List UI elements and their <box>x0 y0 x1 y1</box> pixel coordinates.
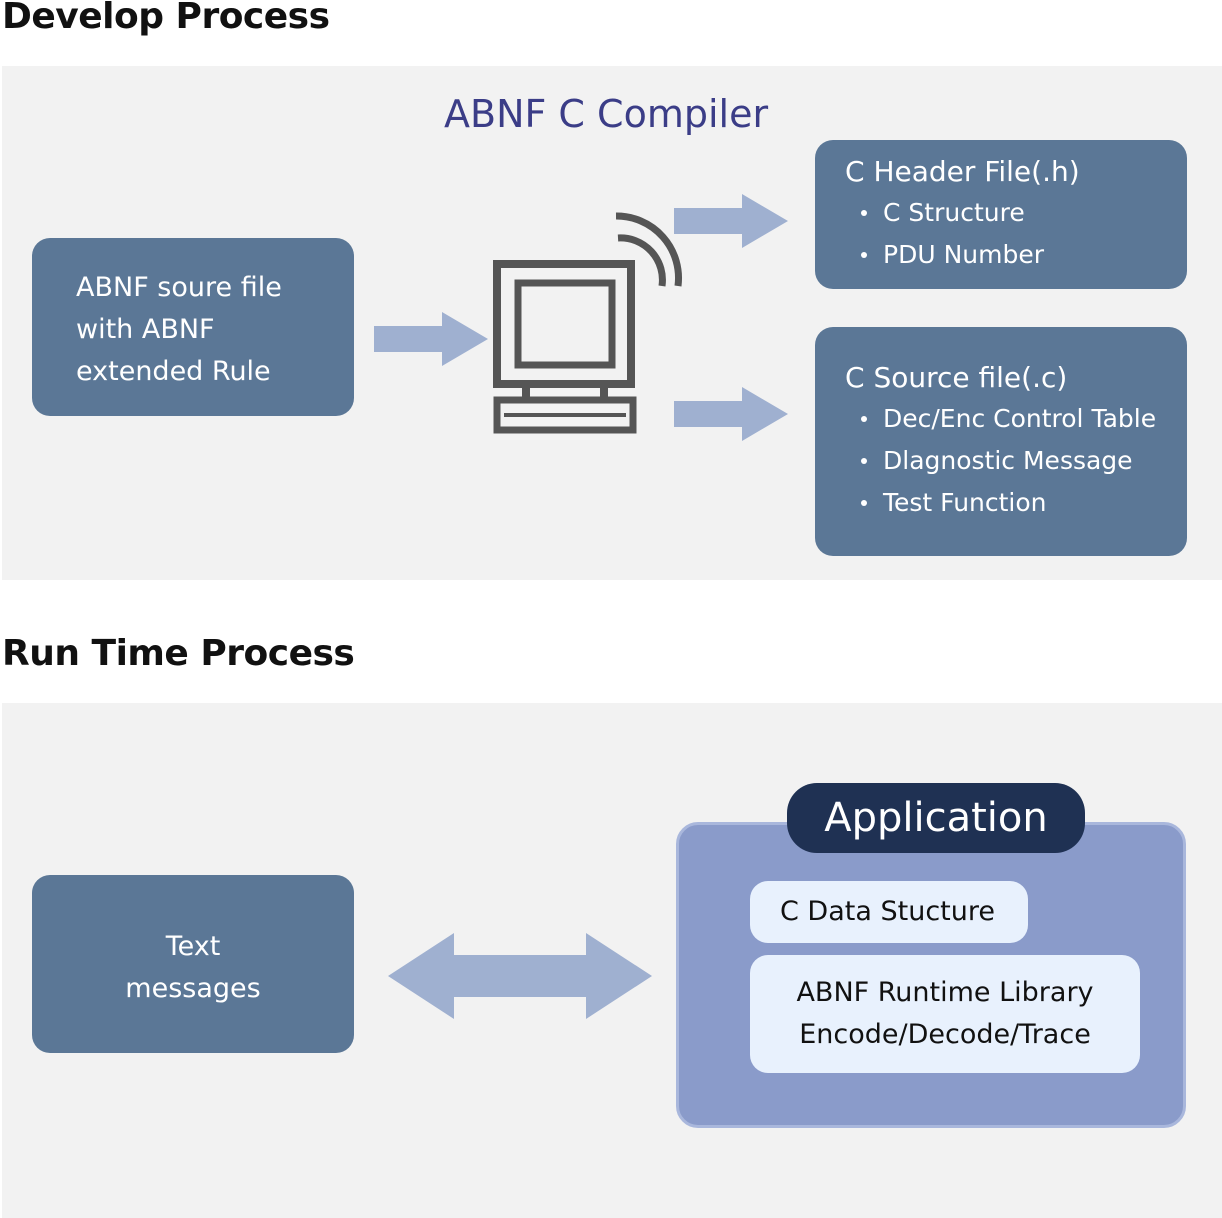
develop-process-panel: ABNF C Compiler ABNF soure file with ABN… <box>2 66 1222 580</box>
develop-process-title: Develop Process <box>2 0 330 37</box>
arrow-right-icon <box>674 194 788 248</box>
source-file-box-list: Dec/Enc Control Table Dlagnostic Message… <box>845 398 1187 524</box>
header-box-list: C Structure PDU Number <box>845 192 1187 276</box>
library-line-2: Encode/Decode/Trace <box>799 1019 1091 1050</box>
abnf-source-file-box: ABNF soure file with ABNF extended Rule <box>32 238 354 416</box>
c-header-file-box: C Header File(.h) C Structure PDU Number <box>815 140 1187 289</box>
double-arrow-icon <box>388 933 652 1019</box>
c-data-structure-box: C Data Stucture <box>750 881 1028 943</box>
text-box-line-1: Text <box>165 931 221 962</box>
arrow-right-icon <box>374 312 488 366</box>
text-messages-box: Text messages <box>32 875 354 1053</box>
library-line-1: ABNF Runtime Library <box>796 977 1094 1008</box>
text-box-line-2: messages <box>125 973 261 1004</box>
list-item: Test Function <box>845 482 1187 524</box>
source-box-line-3: extended Rule <box>76 356 271 387</box>
list-item: PDU Number <box>845 234 1187 276</box>
abnf-runtime-library-box: ABNF Runtime Library Encode/Decode/Trace <box>750 955 1140 1073</box>
c-source-file-box: C Source file(.c) Dec/Enc Control Table … <box>815 327 1187 556</box>
source-box-line-2: with ABNF <box>76 314 215 345</box>
source-file-box-title: C Source file(.c) <box>845 361 1068 394</box>
list-item: C Structure <box>845 192 1187 234</box>
run-time-process-title: Run Time Process <box>2 633 355 674</box>
arrow-right-icon <box>674 387 788 441</box>
run-time-process-panel: Text messages Application C Data Stuctur… <box>2 703 1222 1218</box>
computer-with-signal-icon <box>493 212 682 434</box>
application-label: Application <box>787 783 1085 853</box>
compiler-label: ABNF C Compiler <box>444 92 769 136</box>
source-box-line-1: ABNF soure file <box>76 272 282 303</box>
header-box-title: C Header File(.h) <box>845 155 1080 188</box>
list-item: Dec/Enc Control Table <box>845 398 1187 440</box>
list-item: Dlagnostic Message <box>845 440 1187 482</box>
